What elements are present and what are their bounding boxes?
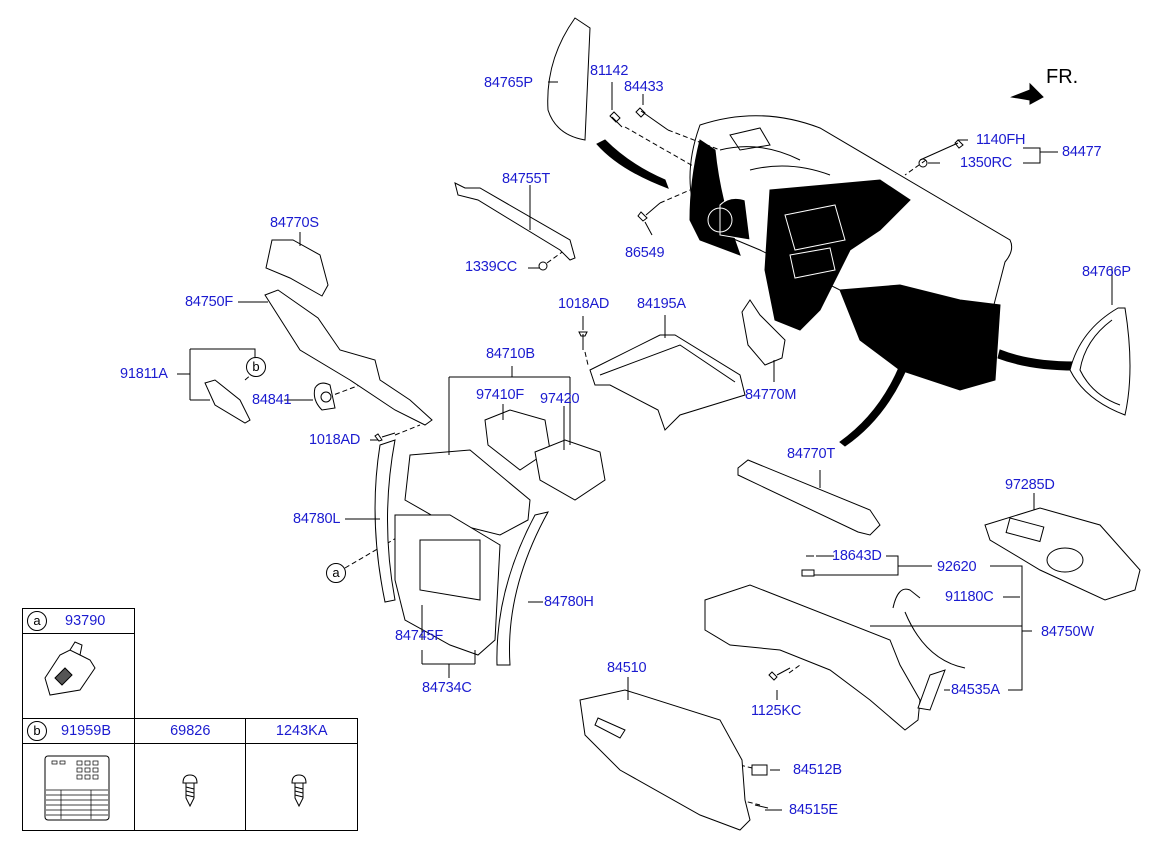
- top-panel-drawing: [589, 334, 746, 431]
- part-label-84780H[interactable]: 84780H: [544, 594, 594, 610]
- part-label-84433[interactable]: 84433: [624, 79, 664, 95]
- side-cover-left-drawing: [547, 17, 591, 141]
- legend-a-image-cell: [22, 633, 135, 719]
- part-label-84734C[interactable]: 84734C: [422, 680, 472, 696]
- part-label-81142[interactable]: 81142: [590, 63, 629, 79]
- part-label-84780L[interactable]: 84780L: [293, 511, 341, 527]
- part-label-1018AD[interactable]: 1018AD: [309, 432, 361, 448]
- glove-box-housing-drawing: [704, 584, 921, 731]
- callout-a: a: [27, 611, 47, 631]
- legend-b-image-cell: [134, 743, 247, 831]
- part-label-84745F[interactable]: 84745F: [395, 628, 443, 644]
- part-label-84515E[interactable]: 84515E: [789, 802, 838, 818]
- front-direction-label: FR.: [1046, 66, 1079, 88]
- part-label-92620[interactable]: 92620: [937, 559, 977, 575]
- part-label-97285D[interactable]: 97285D: [1005, 477, 1055, 493]
- part-label-84770M[interactable]: 84770M: [745, 387, 797, 403]
- center-fascia-drawing: [404, 449, 531, 536]
- rail-drawing: [737, 459, 881, 536]
- legend-a-table: a 93790: [22, 608, 135, 719]
- leader-lines: [177, 81, 1113, 811]
- part-label-84750F[interactable]: 84750F: [185, 294, 233, 310]
- part-label-84750W[interactable]: 84750W: [1041, 624, 1094, 640]
- part-label-91959B[interactable]: 91959B: [61, 723, 111, 739]
- part-label-1243KA[interactable]: 1243KA: [275, 723, 328, 739]
- legend-b-image-cell: [21, 743, 136, 831]
- part-label-91811A[interactable]: 91811A: [120, 366, 168, 382]
- part-label-84710B[interactable]: 84710B: [486, 346, 535, 362]
- tray-drawing: [984, 507, 1141, 601]
- front-arrow-icon: [1010, 82, 1044, 105]
- legend-b-header: b 91959B: [21, 718, 136, 744]
- part-label-84477[interactable]: 84477: [1062, 144, 1102, 160]
- side-trim-right-drawing: [496, 511, 549, 666]
- part-label-93790[interactable]: 93790: [65, 613, 106, 629]
- part-label-1339CC[interactable]: 1339CC: [465, 259, 517, 275]
- part-label-97420[interactable]: 97420: [540, 391, 580, 407]
- part-label-84535A[interactable]: 84535A: [951, 682, 1000, 698]
- legend-b-header: 69826: [134, 718, 247, 744]
- part-label-18643D[interactable]: 18643D: [832, 548, 882, 564]
- legend-b-image-cell: [245, 743, 358, 831]
- part-label-1125KC[interactable]: 1125KC: [751, 703, 802, 719]
- part-label-84841[interactable]: 84841: [252, 392, 292, 408]
- part-label-84766P[interactable]: 84766P: [1082, 264, 1131, 280]
- part-label-84755T[interactable]: 84755T: [502, 171, 550, 187]
- callout-a: a: [326, 563, 346, 583]
- crash-pad-drawing: [689, 115, 1013, 391]
- bezel-drawing: [265, 239, 329, 297]
- part-label-84195A[interactable]: 84195A: [637, 296, 686, 312]
- part-label-97410F[interactable]: 97410F: [476, 387, 524, 403]
- part-label-1140FH[interactable]: 1140FH: [976, 132, 1026, 148]
- legend-b-table: b 91959B 69826 1243KA: [21, 718, 358, 831]
- bar-drawing: [454, 182, 576, 261]
- glove-box-drawing: [579, 689, 751, 831]
- part-label-1350RC[interactable]: 1350RC: [960, 155, 1012, 171]
- part-label-91180C[interactable]: 91180C: [945, 589, 994, 605]
- lower-panel-drawing: [264, 289, 433, 426]
- part-label-84770T[interactable]: 84770T: [787, 446, 835, 462]
- legend-a-header: a 93790: [22, 608, 135, 634]
- part-label-1018AD[interactable]: 1018AD: [558, 296, 610, 312]
- part-label-84510[interactable]: 84510: [607, 660, 647, 676]
- part-label-69826[interactable]: 69826: [170, 723, 211, 739]
- part-label-84765P[interactable]: 84765P: [484, 75, 533, 91]
- part-label-84770S[interactable]: 84770S: [270, 215, 319, 231]
- part-label-86549[interactable]: 86549: [625, 245, 665, 261]
- callout-b: b: [27, 721, 47, 741]
- side-trim-left-drawing: [374, 439, 396, 603]
- legend-b-header: 1243KA: [245, 718, 358, 744]
- callout-b: b: [246, 357, 266, 377]
- part-label-84512B[interactable]: 84512B: [793, 762, 842, 778]
- side-cover-right-drawing: [1069, 307, 1131, 416]
